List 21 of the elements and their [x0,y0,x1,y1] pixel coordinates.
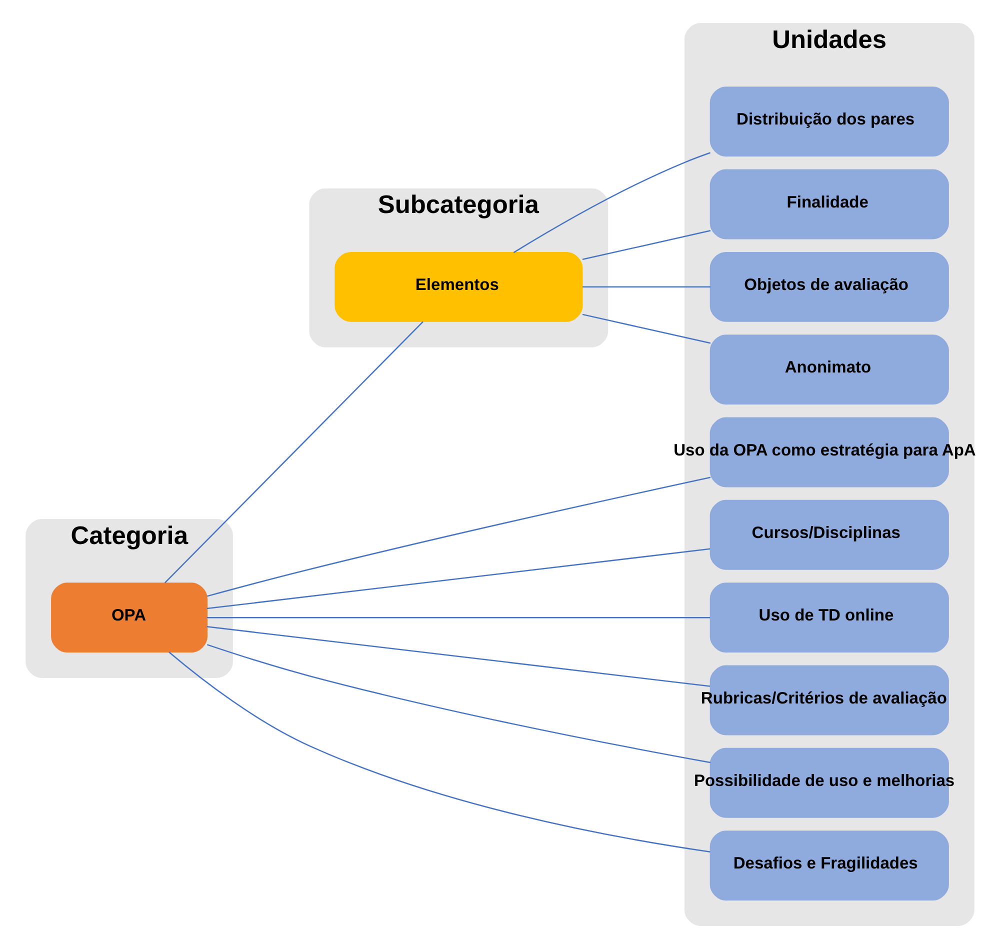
node-box: Distribuição dos pares [709,86,948,157]
node-box: Cursos/Disciplinas [709,500,948,570]
connector [206,616,710,618]
connector [206,626,710,687]
connector [582,230,710,260]
node-box: Anonimato [709,334,948,405]
connector [512,152,710,254]
node-box: Elementos [334,252,582,322]
node-box: Uso de TD online [709,582,948,653]
connector [206,644,710,764]
connector [582,286,710,288]
connector [206,548,710,610]
node-box: OPA [50,582,207,653]
connector [582,314,710,344]
node-box: Objetos de avaliação [709,252,948,322]
node-box: Finalidade [709,169,948,240]
node-label: Uso da OPA como estratégia para ApA [673,440,976,460]
connector [206,476,710,597]
connector [164,321,423,584]
node-box: Desafios e Fragilidades [709,830,948,901]
connector [168,652,710,852]
